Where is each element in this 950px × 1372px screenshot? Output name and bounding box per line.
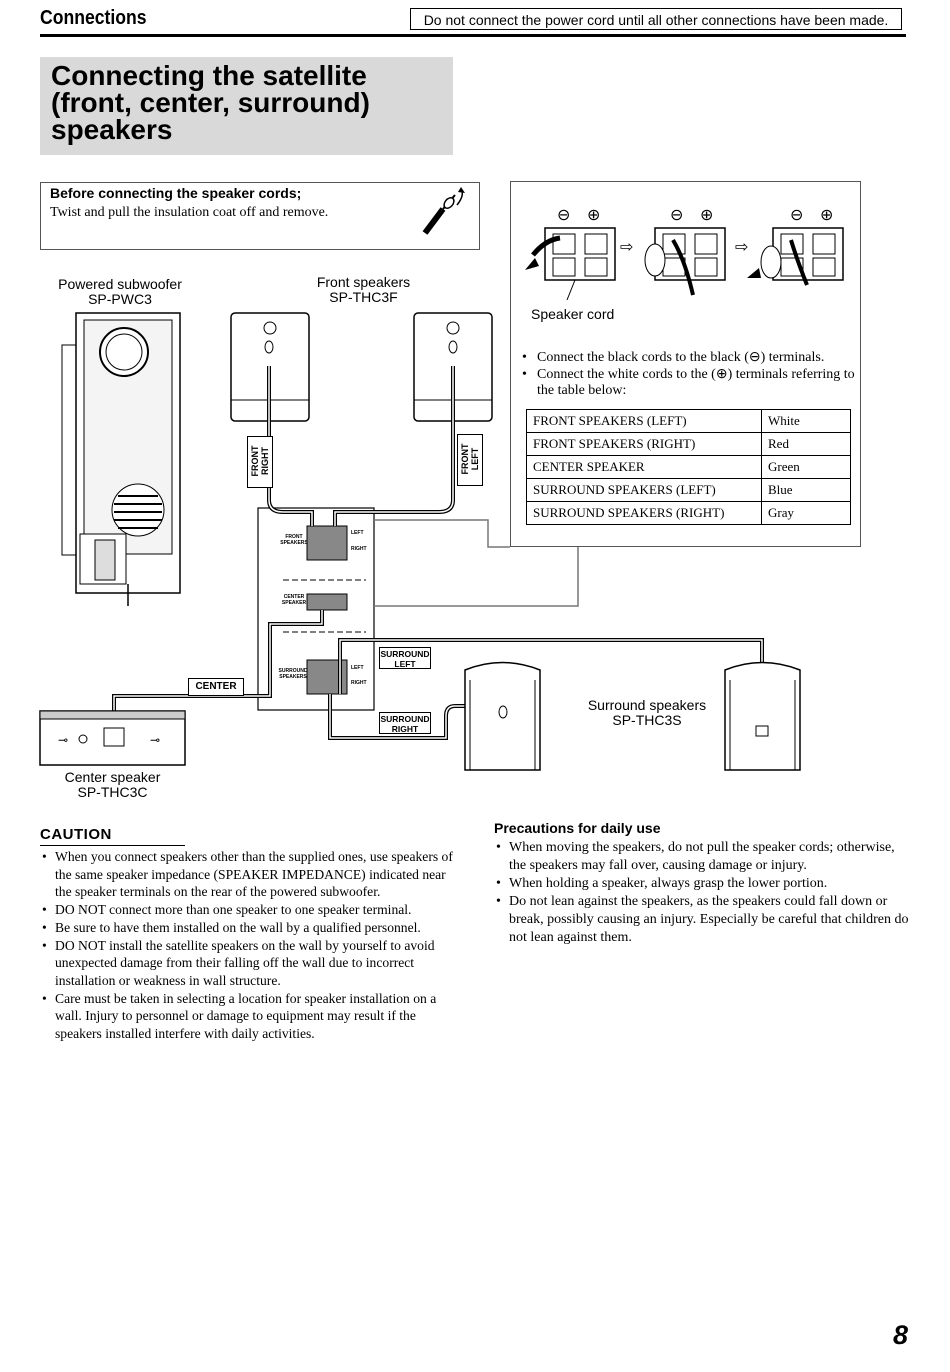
subwoofer-drawing [61,312,181,606]
terminal-step-3: ⊖ ⊕ [747,205,844,286]
table-cell-color: Red [761,432,851,456]
terminal-steps-illustration: ⊖ ⊕ ⇨ ⊖ ⊕ ⇨ ⊖ ⊕ [525,205,844,301]
front-speakers-label: Front speakers SP-THC3F [296,275,431,305]
surround-right-speaker-drawing [724,661,801,771]
center-label-model: SP-THC3C [77,784,148,800]
panel-center-label: CENTER SPEAKER [281,594,307,606]
bullet-black-cords: Connect the black cords to the black (⊖)… [522,350,857,367]
power-cord-note: Do not connect the power cord until all … [410,8,902,30]
list-item: When holding a speaker, always grasp the… [494,875,909,893]
caution-rule [40,845,185,846]
wire-strip-icon [422,187,465,235]
surround-label-name: Surround speakers [587,697,707,713]
list-item: DO NOT install the satellite speakers on… [40,937,455,990]
panel-front-left-label: LEFT [351,530,364,536]
svg-text:⊸: ⊸ [58,733,68,747]
center-speaker-label: Center speaker SP-THC3C [50,770,175,800]
tag-surround-right: SURROUND RIGHT [379,712,431,734]
list-item: Do not lean against the speakers, as the… [494,893,909,947]
speaker-cord-label: Speaker cord [531,306,615,322]
list-item: When you connect speakers other than the… [40,848,455,901]
terminal-step-2: ⊖ ⊕ [644,205,726,296]
caution-heading: CAUTION [40,826,112,843]
terminal-step-1: ⊖ ⊕ [525,205,616,301]
precautions-list: When moving the speakers, do not pull th… [494,839,909,947]
surround-left-speaker-drawing [464,661,541,771]
before-connecting-text: Twist and pull the insulation coat off a… [50,205,329,220]
subwoofer-label: Powered subwoofer SP-PWC3 [50,277,190,307]
list-item: When moving the speakers, do not pull th… [494,839,909,875]
page-number: 8 [893,1320,909,1350]
table-cell-color: Blue [761,478,851,502]
svg-text:⇨: ⇨ [620,237,633,256]
panel-front-right-label: RIGHT [351,546,367,552]
svg-text:⊖: ⊖ [670,205,683,224]
wiring-diagram: ⊸ ⊸ [39,312,801,771]
terminal-instruction-box [510,181,861,547]
tag-center: CENTER [188,678,244,696]
table-row: SURROUND SPEAKERS (RIGHT)Gray [526,501,851,525]
title-background [40,57,453,155]
center-label-name: Center speaker [64,769,161,785]
panel-surround-right-label: RIGHT [351,680,367,686]
table-cell-color: Gray [761,501,851,525]
subwoofer-label-name: Powered subwoofer [58,276,182,292]
surround-speakers-label: Surround speakers SP-THC3S [572,698,722,728]
tag-front-right: FRONT RIGHT [247,436,273,488]
table-row: FRONT SPEAKERS (RIGHT)Red [526,432,851,456]
svg-text:⊕: ⊕ [587,205,600,224]
table-cell-speaker: CENTER SPEAKER [526,455,762,479]
center-speaker-drawing: ⊸ ⊸ [39,710,186,766]
svg-text:⊕: ⊕ [700,205,713,224]
panel-surround-left-label: LEFT [351,665,364,671]
panel-surround-label: SURROUND SPEAKERS [278,668,308,680]
svg-text:⊖: ⊖ [557,205,570,224]
caution-list: When you connect speakers other than the… [40,848,455,1043]
table-row: SURROUND SPEAKERS (LEFT)Blue [526,478,851,502]
table-cell-speaker: SURROUND SPEAKERS (RIGHT) [526,501,762,525]
list-item: Care must be taken in selecting a locati… [40,990,455,1043]
svg-text:⊸: ⊸ [150,733,160,747]
svg-text:⊖: ⊖ [790,205,803,224]
table-cell-speaker: FRONT SPEAKERS (LEFT) [526,409,762,433]
list-item: DO NOT connect more than one speaker to … [40,901,455,919]
section-title: Connections [40,7,147,29]
table-cell-speaker: SURROUND SPEAKERS (LEFT) [526,478,762,502]
before-connecting-box [40,182,480,250]
bullet-white-cords: Connect the white cords to the (⊕) termi… [522,367,857,400]
tag-front-left: FRONT LEFT [457,434,483,486]
header-rule [40,34,906,37]
surround-label-model: SP-THC3S [612,712,682,728]
terminal-bullets: Connect the black cords to the black (⊖)… [522,350,857,400]
tag-surround-left: SURROUND LEFT [379,647,431,669]
svg-text:⇨: ⇨ [735,237,748,256]
svg-text:⊕: ⊕ [820,205,833,224]
front-label-name: Front speakers [316,274,411,290]
table-cell-speaker: FRONT SPEAKERS (RIGHT) [526,432,762,456]
front-label-model: SP-THC3F [329,289,398,305]
subwoofer-terminal-panel [257,507,375,711]
precautions-heading: Precautions for daily use [494,820,661,836]
cord-color-table: FRONT SPEAKERS (LEFT)White FRONT SPEAKER… [526,409,851,525]
before-connecting-heading: Before connecting the speaker cords; [50,185,302,201]
panel-front-label: FRONT SPEAKERS [280,534,308,546]
page-title: Connecting the satellite (front, center,… [51,60,370,145]
list-item: Be sure to have them installed on the wa… [40,919,455,937]
subwoofer-label-model: SP-PWC3 [88,291,152,307]
